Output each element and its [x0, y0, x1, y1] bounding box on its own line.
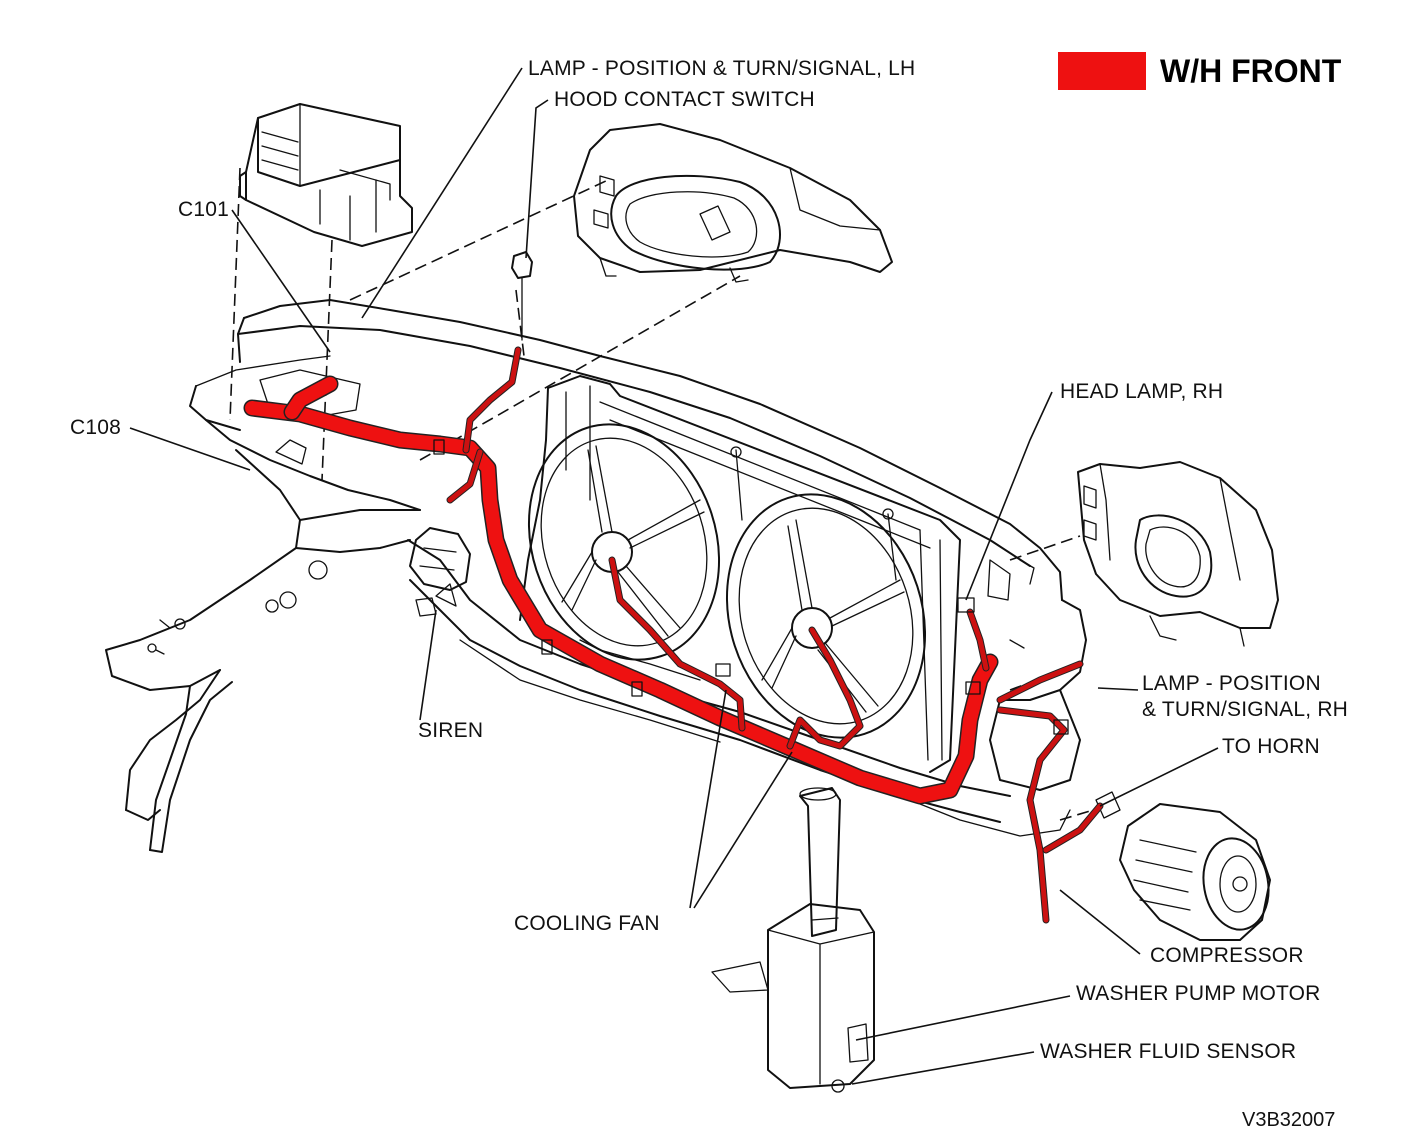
- legend-label: W/H FRONT: [1160, 53, 1342, 89]
- label-lamp-rh-line1: LAMP - POSITION: [1142, 672, 1321, 695]
- front-wiring-harness: [243, 346, 1104, 924]
- legend: W/H FRONT: [1058, 52, 1342, 90]
- label-lamp-lh: LAMP - POSITION & TURN/SIGNAL, LH: [528, 57, 915, 80]
- washer-reservoir-drawing: [711, 787, 875, 1093]
- hood-switch-drawing: [511, 251, 533, 341]
- radiator-drawing: [519, 375, 961, 773]
- label-siren: SIREN: [418, 719, 483, 742]
- rh-headlamp-drawing: [1077, 461, 1279, 647]
- figure-code: V3B32007: [1242, 1109, 1335, 1131]
- label-c108: C108: [70, 416, 121, 439]
- lh-headlamp-drawing: [573, 123, 893, 283]
- label-compressor: COMPRESSOR: [1150, 944, 1304, 967]
- diagram-labels: LAMP - POSITION & TURN/SIGNAL, LH HOOD C…: [70, 57, 1348, 1131]
- label-head-lamp-rh: HEAD LAMP, RH: [1060, 380, 1223, 403]
- leader-lines: [129, 67, 1219, 1085]
- label-to-horn: TO HORN: [1222, 735, 1320, 758]
- fuse-box-drawing: [239, 103, 413, 247]
- siren-drawing: [409, 527, 471, 617]
- body-structure-drawing: [105, 299, 1087, 853]
- label-cooling-fan: COOLING FAN: [514, 912, 660, 935]
- cooling-fans-drawing: [527, 423, 927, 739]
- exploded-view-lines: [229, 167, 1101, 821]
- label-washer-sensor: WASHER FLUID SENSOR: [1040, 1040, 1296, 1063]
- label-washer-pump: WASHER PUMP MOTOR: [1076, 982, 1321, 1005]
- label-hood-switch: HOOD CONTACT SWITCH: [554, 88, 815, 111]
- legend-swatch: [1058, 52, 1146, 90]
- label-c101: C101: [178, 198, 229, 221]
- compressor-drawing: [1095, 791, 1271, 941]
- label-lamp-rh-line2: & TURN/SIGNAL, RH: [1142, 698, 1348, 721]
